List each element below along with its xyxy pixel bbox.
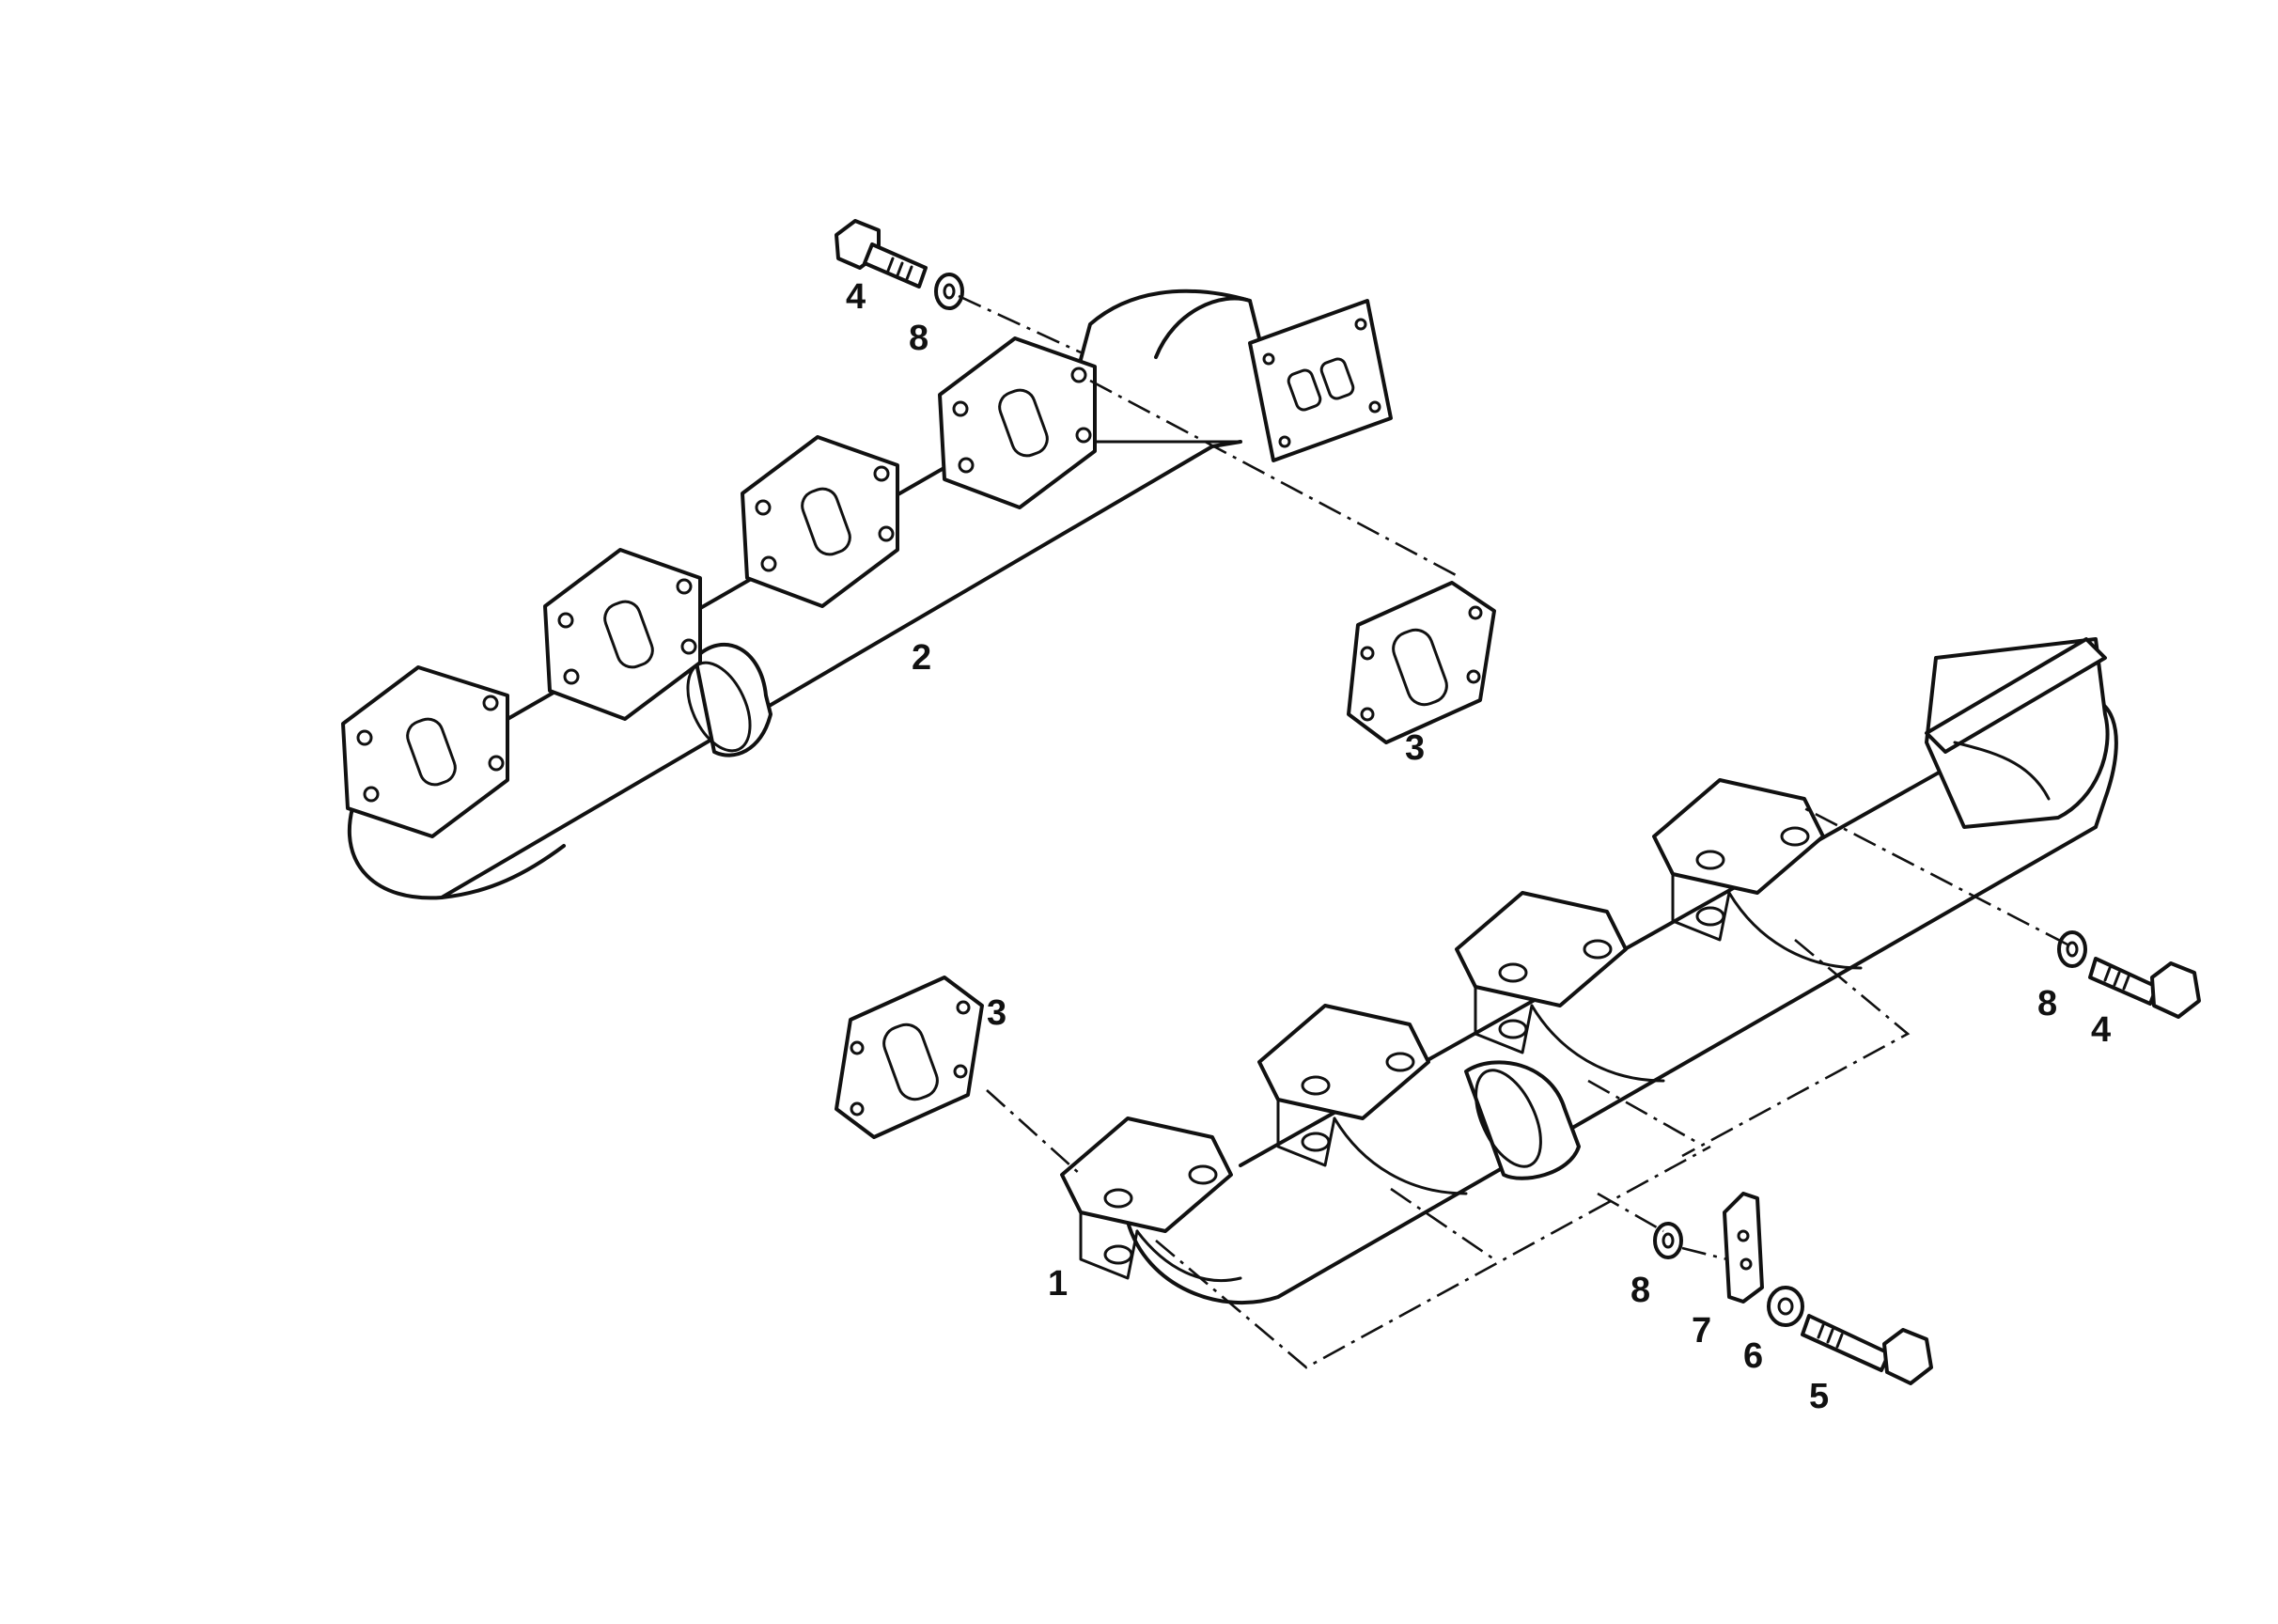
callout-manifold-front: 1 <box>1048 1264 1068 1304</box>
bolt-right <box>2088 957 2201 1019</box>
callout-gasket-upper: 3 <box>1405 728 1425 768</box>
exhaust-manifold-front <box>1060 637 2118 1305</box>
turbo-flange <box>1248 299 1393 462</box>
callout-washer-right: 8 <box>2037 984 2057 1023</box>
washer-lower <box>1653 1222 1683 1259</box>
port-flange <box>341 665 509 838</box>
gasket-lower <box>835 976 984 1139</box>
callout-bolt-upper: 4 <box>846 277 866 317</box>
callout-bolt-long: 5 <box>1809 1377 1829 1416</box>
port-riser <box>1455 891 1665 1083</box>
turbo-outlet <box>1925 637 2110 829</box>
port-riser <box>1060 1116 1242 1283</box>
gasket-upper <box>1347 581 1496 744</box>
callout-manifold-rear: 2 <box>912 638 931 678</box>
port-riser <box>1652 778 1863 970</box>
bolt-long <box>1801 1314 1933 1385</box>
callout-spacer-washer: 6 <box>1743 1336 1763 1376</box>
callout-washer-upper: 8 <box>909 319 928 358</box>
bolt-upper <box>835 219 928 289</box>
port-flange <box>543 548 702 721</box>
callout-bracket: 7 <box>1692 1311 1711 1351</box>
bracket-plate <box>1723 1192 1764 1304</box>
callout-bolt-right: 4 <box>2091 1010 2111 1050</box>
callout-washer-lower: 8 <box>1630 1271 1650 1310</box>
slip-joint <box>694 642 772 757</box>
callout-gasket-lower: 3 <box>987 993 1006 1033</box>
spacer-washer <box>1767 1286 1804 1327</box>
washer-upper <box>934 273 964 310</box>
exhaust-manifold-rear <box>341 289 1393 900</box>
assembly-centerlines <box>958 294 2068 1369</box>
port-flange <box>741 435 899 608</box>
washer-right <box>2057 930 2087 968</box>
port-flange <box>938 336 1097 509</box>
port-riser <box>1257 1004 1468 1195</box>
slip-joint <box>1464 1060 1581 1180</box>
